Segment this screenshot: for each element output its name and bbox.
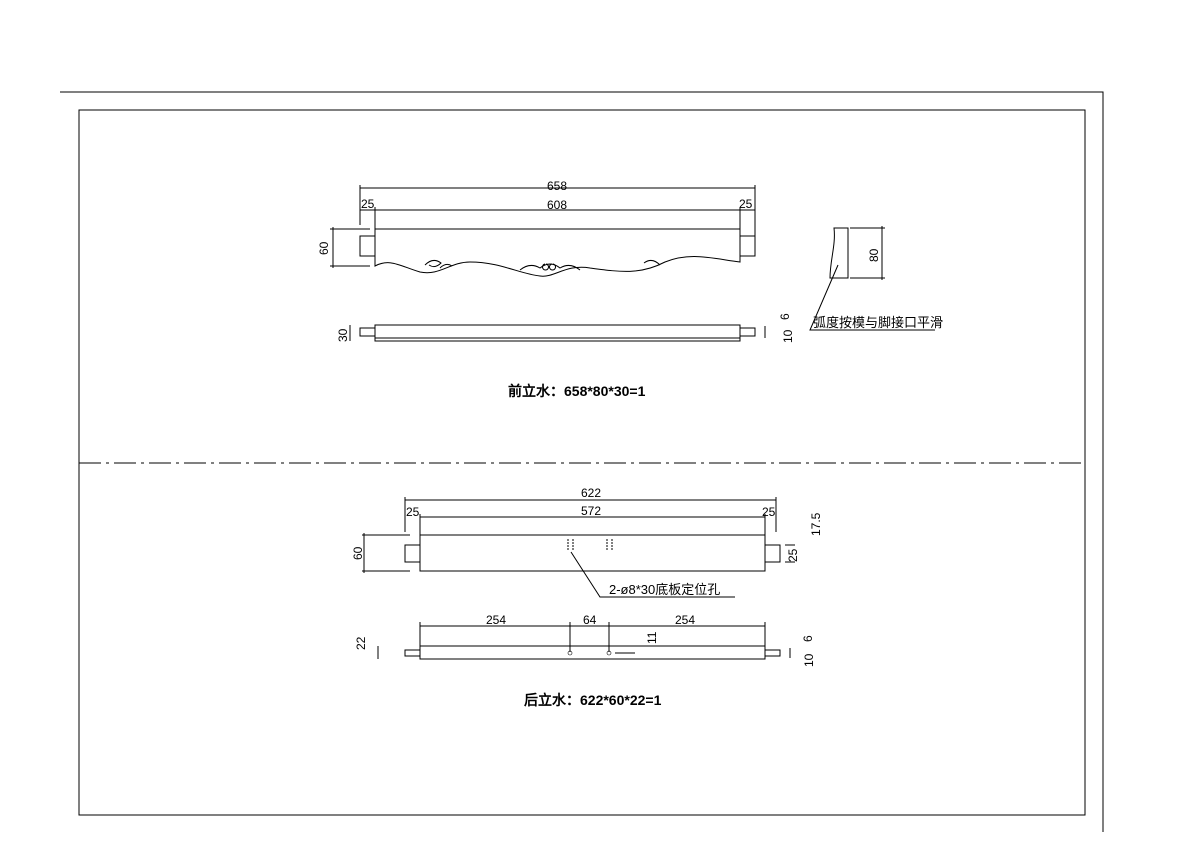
dim-hole-offset: 11	[645, 631, 659, 644]
dim-inner: 608	[547, 198, 567, 212]
sheet-border	[60, 91, 1104, 832]
front-rail-plan: 30 6 10	[336, 313, 795, 343]
dim-height: 60	[351, 546, 365, 560]
front-title: 前立水：658*80*30=1	[508, 383, 646, 399]
dim-tenon-top: 17.5	[809, 512, 823, 536]
dim-total: 658	[547, 179, 567, 193]
dim-tenon-right: 25	[739, 197, 753, 211]
back-rail-plan: 254 64 254 11 22 6 10	[354, 613, 816, 667]
back-rail-elevation: 25 25 622 572 60 25 17.5 2-ø8*30底板定位孔	[351, 486, 823, 598]
dim-tenon-left: 25	[406, 505, 420, 519]
dim-profile: 80	[867, 248, 881, 262]
dim-tenon-offset: 6	[801, 635, 815, 642]
dim-hole-right: 254	[675, 613, 695, 627]
dim-tenon-left: 25	[361, 197, 375, 211]
front-rail-profile: 80 弧度按模与脚接口平滑	[809, 226, 943, 331]
back-note: 2-ø8*30底板定位孔	[609, 582, 720, 597]
back-title: 后立水：622*60*22=1	[524, 692, 662, 708]
dim-thickness: 30	[336, 328, 350, 342]
dim-tenon-thick: 10	[781, 329, 795, 343]
dim-tenon-thick: 10	[802, 653, 816, 667]
dim-tenon-right: 25	[762, 505, 776, 519]
dim-hole-left: 254	[486, 613, 506, 627]
dim-inner: 572	[581, 504, 601, 518]
dim-thickness: 22	[354, 636, 368, 650]
front-rail-elevation: 25 25 658 608 60	[317, 179, 756, 277]
front-note: 弧度按模与脚接口平滑	[813, 315, 943, 330]
dim-tenon-height: 25	[786, 548, 800, 562]
dim-tenon-offset: 6	[778, 313, 792, 320]
dim-total: 622	[581, 486, 601, 500]
dim-hole-spacing: 64	[583, 613, 597, 627]
dim-height: 60	[317, 241, 331, 255]
